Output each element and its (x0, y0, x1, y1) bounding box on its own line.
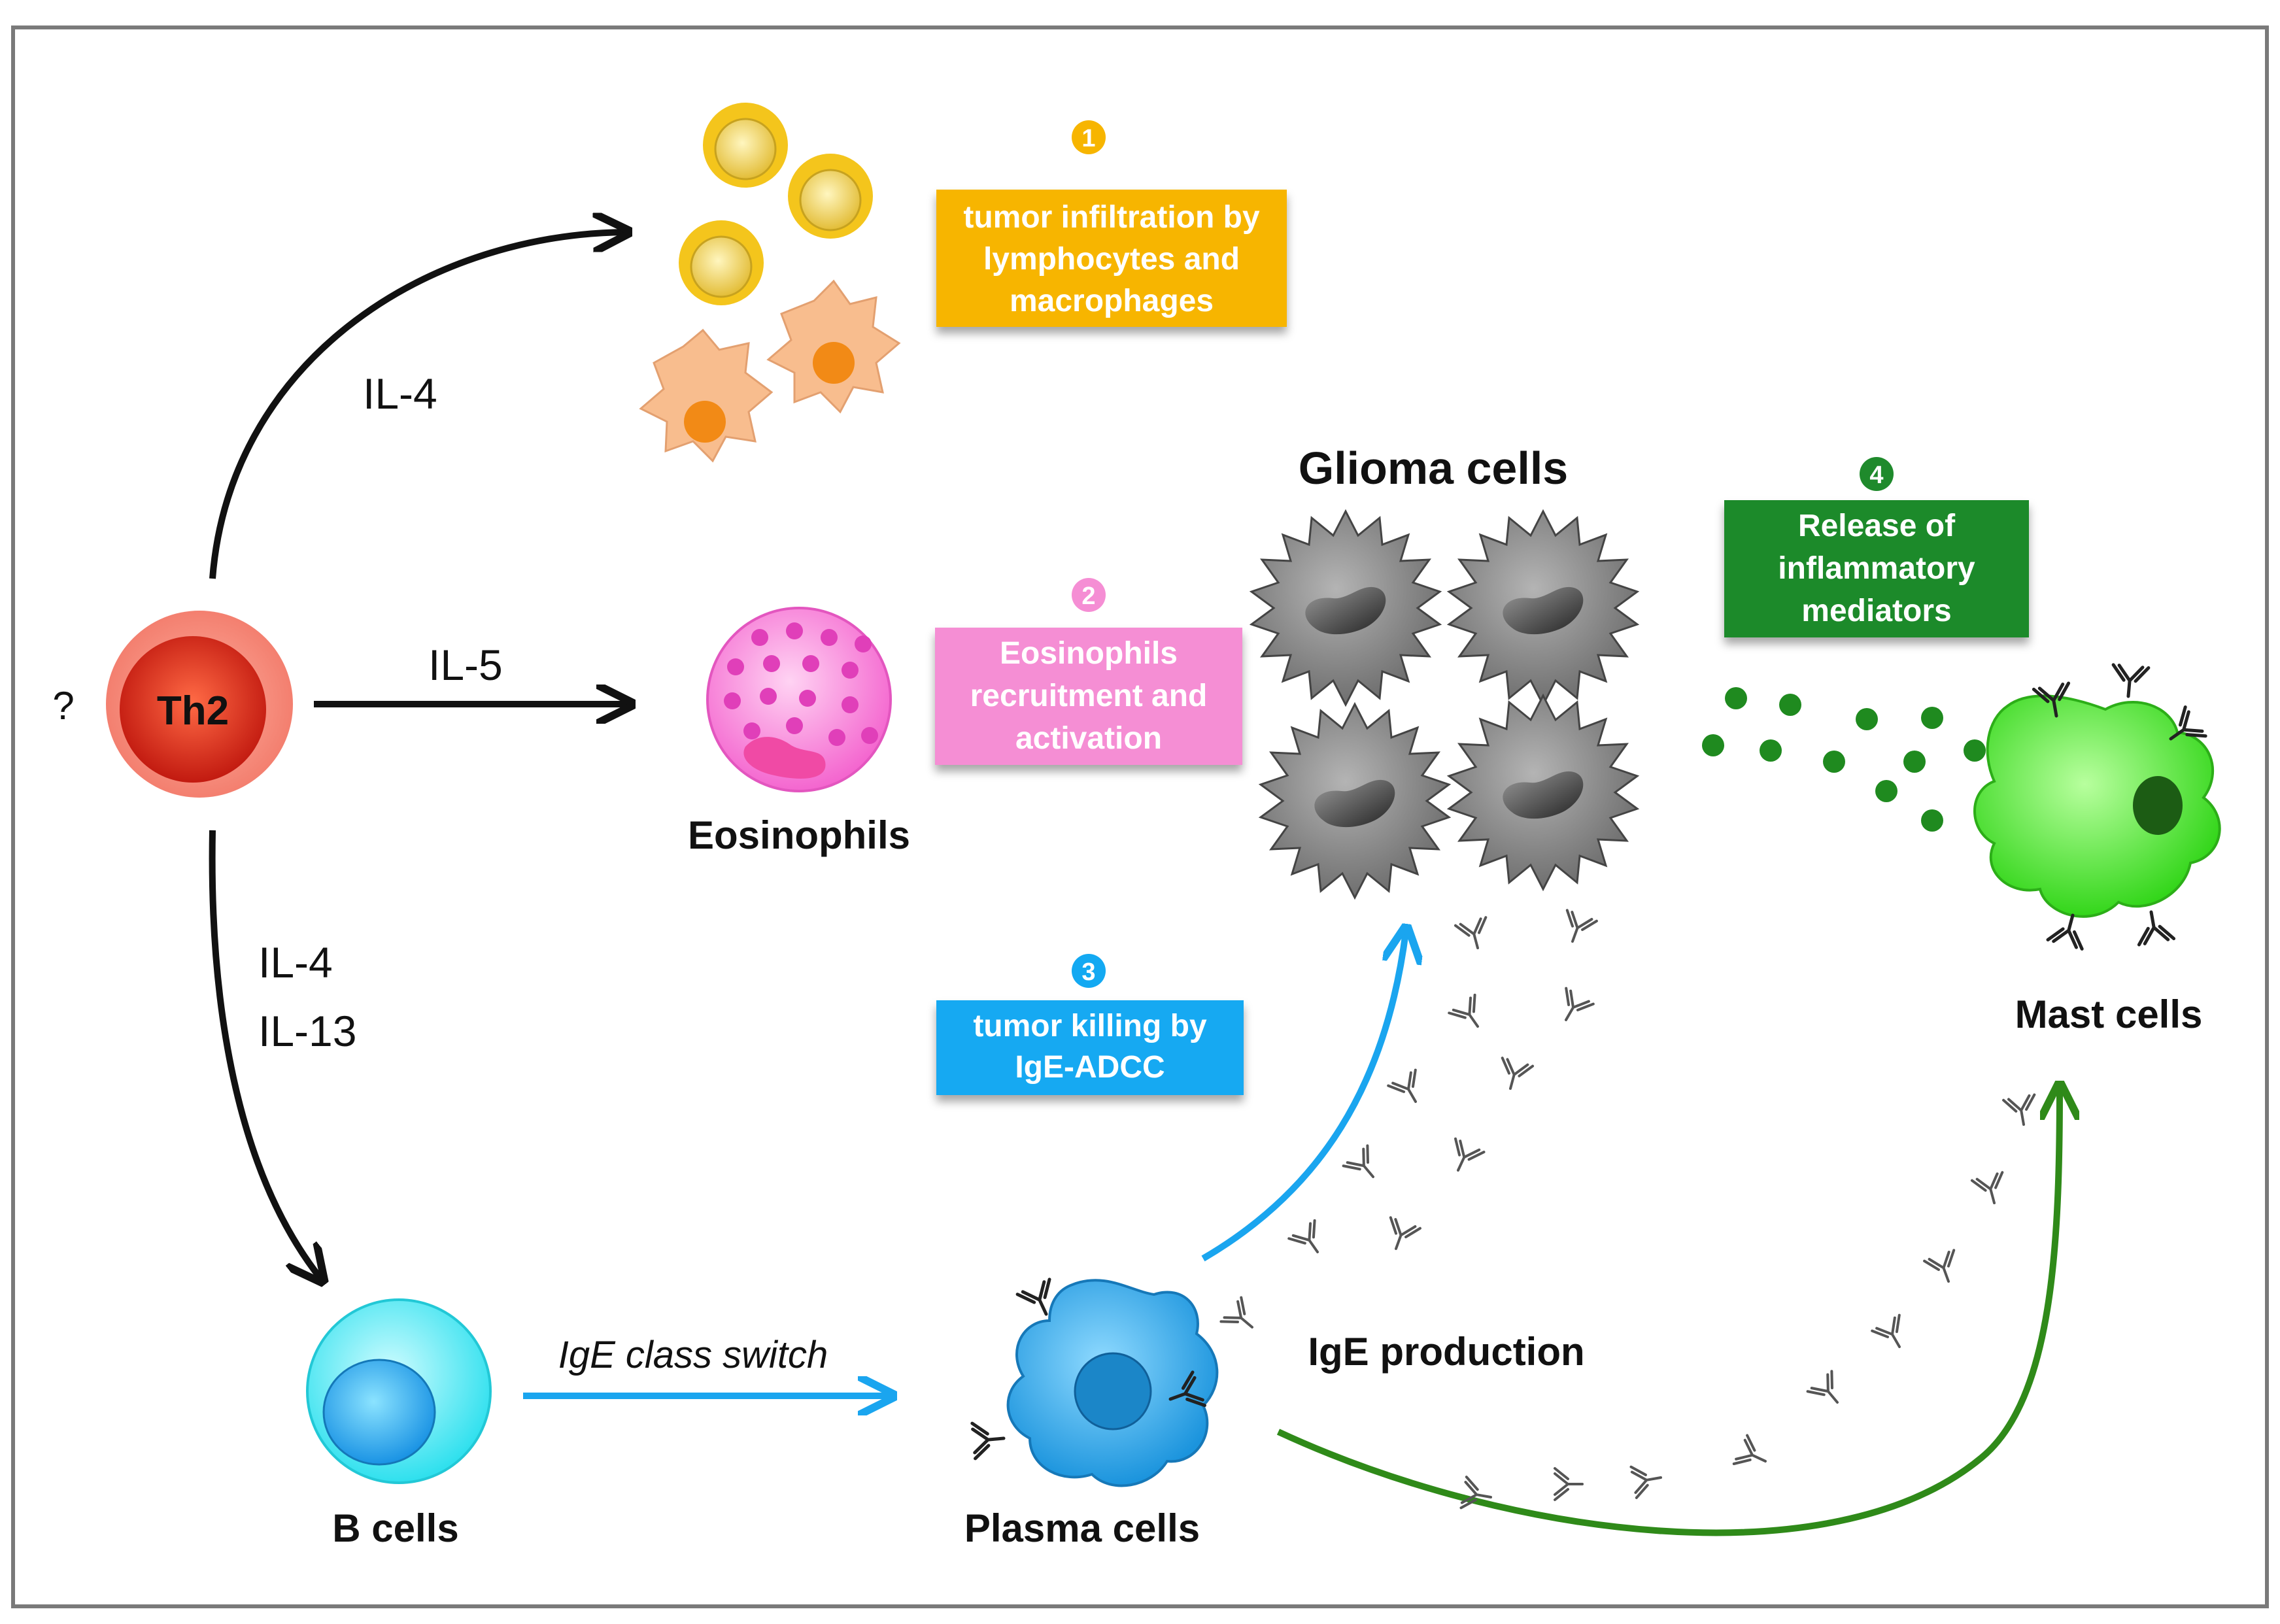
step-3: 3 tumor killing by IgE-ADCC (936, 954, 1244, 1095)
eosinophil-cell (706, 607, 892, 792)
glioma-cell (1249, 509, 1442, 707)
mast-cell (1973, 665, 2221, 949)
lymphocytes-macrophages-cluster (639, 103, 901, 463)
b-cells-label: B cells (332, 1506, 458, 1550)
step-1: 1 tumor infiltration by lymphocytes and … (936, 120, 1287, 327)
step-2: 2 Eosinophils recruitment and activation (935, 578, 1242, 765)
step-2-line-1: Eosinophils (1000, 636, 1178, 671)
step-4: 4 Release of inflammatory mediators (1724, 457, 2029, 637)
lymphocyte (679, 220, 764, 305)
step-4-number: 4 (1869, 462, 1883, 489)
th2-cell: Th2 (106, 611, 293, 798)
lymphocyte (788, 154, 873, 239)
step-1-line-1: tumor infiltration by (963, 200, 1260, 235)
plasma-cell (972, 1279, 1219, 1487)
step-1-line-2: lymphocytes and (983, 242, 1240, 277)
step-2-box (935, 628, 1242, 765)
arrow-th2-to-lymphocytes (209, 232, 624, 579)
step-3-box (936, 1000, 1244, 1095)
glioma-cell (1446, 509, 1640, 707)
cytokine-il5: IL-5 (428, 641, 503, 689)
step-1-number: 1 (1081, 125, 1095, 152)
arrow-plasma-to-glioma (1201, 932, 1406, 1262)
step-1-badge (1072, 120, 1106, 154)
th2-label: Th2 (157, 688, 229, 734)
unknown-trigger-label: ? (52, 684, 74, 728)
step-2-line-3: activation (1015, 721, 1162, 756)
ige-class-switch-label: IgE class switch (558, 1334, 828, 1376)
step-3-number: 3 (1081, 958, 1095, 986)
glioma-cells-label: Glioma cells (1299, 443, 1568, 494)
step-3-line-1: tumor killing by (973, 1009, 1207, 1043)
macrophage (766, 279, 901, 414)
glioma-cell (1258, 702, 1452, 900)
arrow-plasma-to-mast (1276, 1089, 2060, 1536)
cytokine-il13: IL-13 (258, 1007, 356, 1055)
step-2-badge (1072, 578, 1106, 612)
step-1-line-3: macrophages (1010, 284, 1214, 318)
step-2-line-2: recruitment and (970, 679, 1208, 713)
arrow-th2-to-bcells (209, 830, 320, 1278)
plasma-cells-label: Plasma cells (964, 1506, 1200, 1550)
step-2-number: 2 (1081, 583, 1095, 610)
step-4-line-2: inflammatory (1778, 551, 1975, 586)
glioma-cell (1446, 693, 1640, 892)
step-4-box (1724, 500, 2029, 637)
macrophage (639, 328, 774, 463)
eosinophils-label: Eosinophils (688, 813, 910, 857)
step-4-line-3: mediators (1801, 594, 1951, 628)
cytokine-il4-bottom: IL-4 (258, 938, 333, 987)
lymphocyte (703, 103, 788, 188)
step-4-line-1: Release of (1798, 509, 1956, 543)
b-cell (306, 1298, 492, 1484)
glioma-cell-cluster (1249, 509, 1640, 900)
step-4-badge (1860, 457, 1894, 491)
step-1-box (936, 190, 1287, 327)
step-3-badge (1072, 954, 1106, 988)
mast-cells-label: Mast cells (2015, 992, 2203, 1036)
cytokine-il4-top: IL-4 (363, 369, 437, 418)
step-3-line-2: IgE-ADCC (1015, 1050, 1165, 1085)
ige-production-label: IgE production (1308, 1330, 1584, 1374)
